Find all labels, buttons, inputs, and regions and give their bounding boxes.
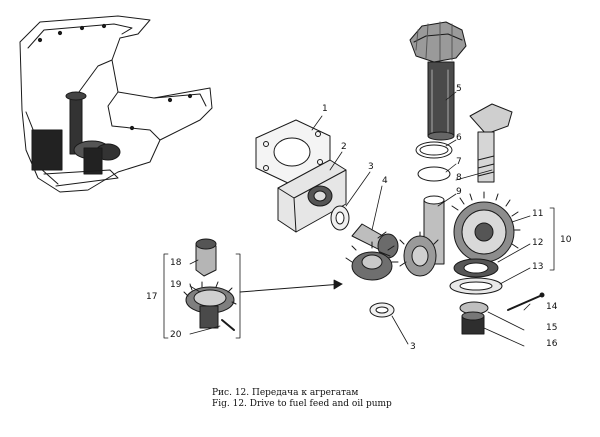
- figure-caption-russian: Рис. 12. Передача к агрегатам: [212, 388, 359, 398]
- callout-9: 9: [456, 187, 462, 197]
- callout-5: 5: [456, 84, 462, 94]
- callout-7: 7: [456, 157, 462, 167]
- washer-3-lower: [369, 302, 395, 318]
- ring-6: [415, 141, 453, 159]
- gearbox-housing: [19, 15, 213, 193]
- figure-caption-english: Fig. 12. Drive to fuel feed and oil pump: [212, 399, 392, 409]
- callout-8: 8: [456, 173, 462, 183]
- callout-3: 3: [368, 162, 374, 172]
- callout-11: 11: [532, 209, 544, 219]
- gear-cluster: [399, 231, 439, 277]
- callout-10: 10: [560, 235, 572, 245]
- callout-4: 4: [382, 176, 388, 186]
- coupling-16: [461, 311, 485, 335]
- callout-1: 1: [322, 104, 328, 114]
- callout-3-lower: 3: [410, 342, 416, 352]
- callout-17: 17: [146, 292, 158, 302]
- bevel-shaft-5: [409, 21, 467, 141]
- callout-15: 15: [546, 323, 558, 333]
- callout-16: 16: [546, 339, 558, 349]
- pin-14: [507, 292, 545, 311]
- washer-3-upper: [330, 205, 350, 231]
- gear-11: [451, 191, 521, 263]
- callout-12: 12: [532, 238, 544, 248]
- callout-19: 19: [170, 280, 182, 290]
- bearing-12: [453, 258, 499, 278]
- pinion-assembly-17: [183, 238, 237, 331]
- callout-2: 2: [341, 142, 347, 152]
- callout-6: 6: [456, 133, 462, 143]
- bevel-gear-block: [345, 241, 399, 281]
- callout-13: 13: [532, 262, 544, 272]
- cover-2: [277, 159, 347, 233]
- callout-14: 14: [546, 302, 558, 312]
- bolt-8: [469, 103, 513, 183]
- callout-18: 18: [170, 258, 182, 268]
- leader-lines: [163, 91, 555, 347]
- ring-7: [417, 166, 451, 182]
- seal-13: [449, 277, 503, 295]
- callout-20: 20: [170, 330, 182, 340]
